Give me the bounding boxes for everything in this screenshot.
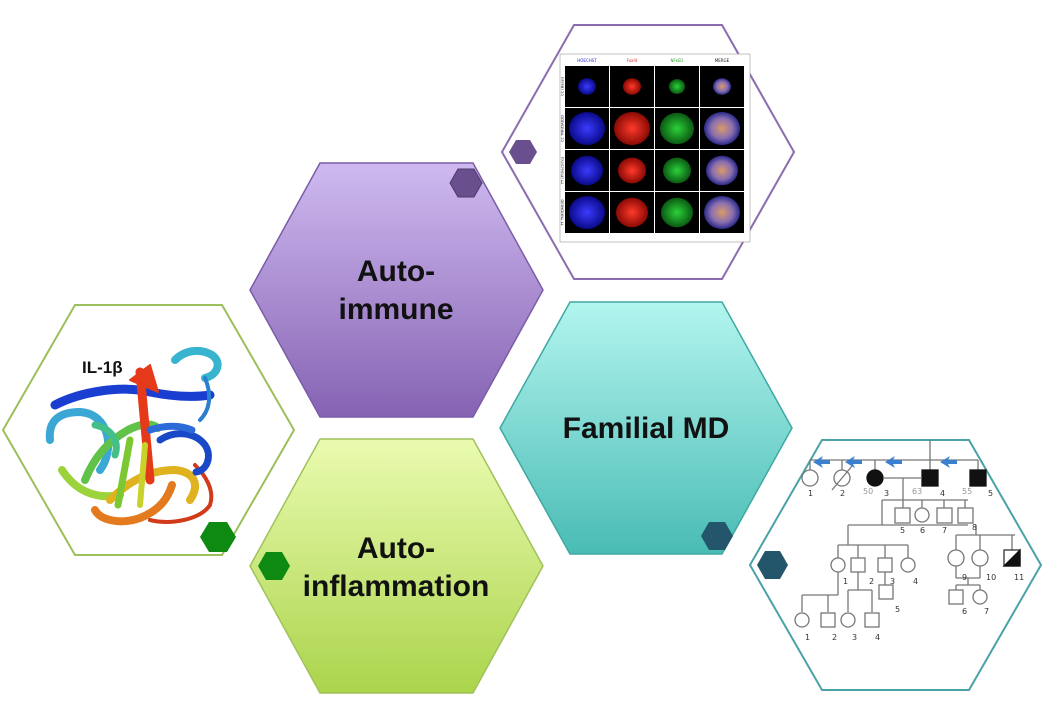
microscopy-row-label: TT (Prolactimo) xyxy=(561,156,565,185)
pedigree-image-hexagon: 50 63 55 1 2 3 4 5 5 6 7 8 1 2 3 4 5 9 1… xyxy=(748,439,1043,691)
svg-text:63: 63 xyxy=(912,487,922,496)
autoimmune-hexagon xyxy=(249,162,544,418)
microscopy-column-header: NFκB1 xyxy=(671,58,684,63)
pedigree-arrow-icons xyxy=(813,456,957,468)
microscopy-cell-image xyxy=(713,78,731,95)
svg-text:1: 1 xyxy=(808,489,813,498)
microscopy-cell-image xyxy=(569,195,605,230)
svg-text:4: 4 xyxy=(913,577,918,586)
il1b-ribbon-structure xyxy=(45,346,222,526)
svg-text:4: 4 xyxy=(875,633,880,642)
autoinflammation-hexagon xyxy=(249,438,544,694)
svg-text:55: 55 xyxy=(962,487,972,496)
microscopy-column-header: FoxI4 xyxy=(627,58,638,63)
familial-md-hexagon-shape xyxy=(499,301,793,555)
microscopy-cell-image xyxy=(618,157,646,184)
microscopy-cell-image xyxy=(660,112,694,145)
svg-text:1: 1 xyxy=(805,633,810,642)
microscopy-row-label: CC TNF/DAB3D xyxy=(561,115,565,142)
svg-text:7: 7 xyxy=(984,607,989,616)
svg-text:7: 7 xyxy=(942,526,947,535)
svg-text:8: 8 xyxy=(972,523,977,532)
microscopy-cell-image xyxy=(704,195,740,230)
autoinflammation-hexagon-shape xyxy=(249,438,544,694)
microscopy-cell-image xyxy=(571,155,603,186)
autoimmune-label: Auto- immune xyxy=(296,253,496,329)
microscopy-cell-image xyxy=(661,197,693,228)
svg-text:11: 11 xyxy=(1014,573,1024,582)
svg-text:5: 5 xyxy=(988,489,993,498)
svg-text:5: 5 xyxy=(900,526,905,535)
svg-text:9: 9 xyxy=(962,573,967,582)
microscopy-row-label: CC (Basal) xyxy=(561,77,565,96)
microscopy-column-header: HOECHST xyxy=(577,58,597,63)
teal-hexagon-marker-icon xyxy=(701,522,733,550)
autoinflammation-label-line1: Auto- xyxy=(356,532,436,565)
microscopy-cell-image xyxy=(669,79,685,94)
svg-text:2: 2 xyxy=(832,633,837,642)
svg-text:1: 1 xyxy=(843,577,848,586)
microscopy-cell-image xyxy=(663,157,691,184)
microscopy-cell-image xyxy=(704,111,740,146)
purple-hexagon-marker-icon xyxy=(509,140,537,164)
green-hexagon-marker-icon xyxy=(200,522,236,552)
teal-hexagon-marker-icon xyxy=(757,551,788,579)
svg-text:3: 3 xyxy=(890,577,895,586)
autoinflammation-label: Auto- inflammation xyxy=(276,530,516,606)
protein-label: IL-1β xyxy=(82,358,123,377)
microscopy-cell-image xyxy=(616,197,648,228)
protein-image-hexagon: IL-1β xyxy=(1,304,296,556)
svg-text:5: 5 xyxy=(895,605,900,614)
microscopy-cell-image xyxy=(623,78,641,95)
svg-text:2: 2 xyxy=(840,489,845,498)
microscopy-cell-image xyxy=(706,155,738,186)
autoinflammation-label-line2: inflammation xyxy=(302,570,490,603)
svg-text:3: 3 xyxy=(884,489,889,498)
microscopy-cell-image xyxy=(578,78,596,95)
svg-text:6: 6 xyxy=(920,526,925,535)
svg-text:10: 10 xyxy=(986,573,996,582)
autoimmune-label-line2: immune xyxy=(338,293,454,326)
familial-md-hexagon xyxy=(499,301,793,555)
svg-text:3: 3 xyxy=(852,633,857,642)
microscopy-column-header: MERGE xyxy=(715,58,730,63)
microscopy-cell-image xyxy=(569,111,605,146)
green-hexagon-marker-icon xyxy=(258,552,290,580)
microscopy-row-label: TT TNF/DAB3D xyxy=(561,199,565,227)
autoimmune-hexagon-shape xyxy=(249,162,544,418)
autoimmune-label-line1: Auto- xyxy=(356,255,436,288)
svg-text:50: 50 xyxy=(863,487,873,496)
purple-hexagon-marker-icon xyxy=(449,168,483,198)
pedigree-numbers: 50 63 55 1 2 3 4 5 5 6 7 8 1 2 3 4 5 9 1… xyxy=(805,487,1024,642)
svg-text:4: 4 xyxy=(940,489,945,498)
svg-text:6: 6 xyxy=(962,607,967,616)
familial-md-label: Familial MD xyxy=(562,412,730,445)
svg-text:2: 2 xyxy=(869,577,874,586)
microscopy-cell-image xyxy=(614,111,650,146)
microscopy-image-hexagon: HOECHST FoxI4 NFκB1 MERGE CC (Basal) CC TNF/D… xyxy=(500,24,796,280)
pedigree-chart xyxy=(794,440,1021,628)
microscopy-panel-grid: HOECHST FoxI4 NFκB1 MERGE CC (Basal) CC TNF/D… xyxy=(559,53,751,243)
